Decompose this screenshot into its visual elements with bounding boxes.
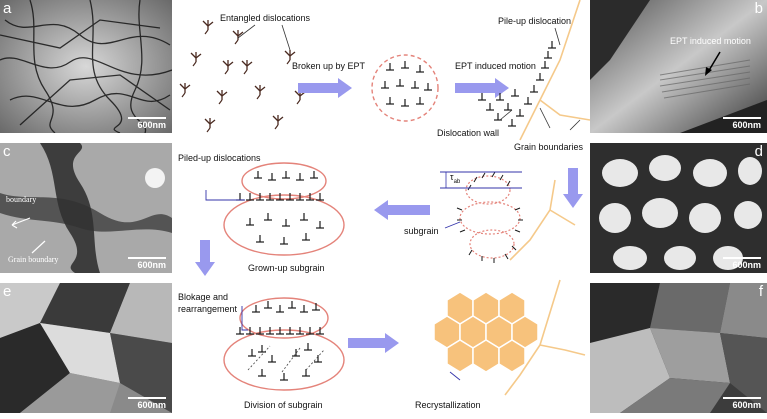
panel-e-label: e — [3, 283, 12, 300]
arrow-left — [374, 200, 430, 220]
label-blokage-1: Blokage and — [178, 292, 229, 302]
arrow-broken-up — [298, 78, 352, 98]
panel-b-annotation: EPT induced motion — [670, 36, 751, 46]
panel-c-annotation-grain-boundary: Grain boundary — [8, 255, 59, 264]
panel-a-micrograph — [0, 0, 172, 133]
broken-dislocations — [380, 60, 433, 107]
label-subgrain: subgrain — [404, 226, 439, 236]
divided-subgrain-dislocations — [235, 300, 325, 381]
grown-subgrain-dislocations — [235, 170, 325, 245]
label-entangled: Entangled dislocations — [220, 13, 311, 23]
panel-f-scale: 600nm — [732, 400, 761, 410]
panel-d-scalebar — [723, 257, 761, 259]
panel-c: boundary Grain boundary c 600nm — [0, 143, 172, 273]
panel-a: a 600nm — [0, 0, 172, 133]
recrystallized-grains — [433, 291, 539, 373]
panel-d-scale: 600nm — [732, 260, 761, 270]
panel-e-scale: 600nm — [137, 400, 166, 410]
label-grown-up: Grown-up subgrain — [248, 263, 325, 273]
panel-b-label: b — [754, 0, 763, 17]
arrow-down-right — [563, 168, 583, 208]
panel-f-scalebar — [723, 397, 761, 399]
arrow-recrystallization — [348, 333, 399, 353]
panel-f: f 600nm — [590, 283, 767, 413]
panel-e-micrograph — [0, 283, 172, 413]
panel-a-scalebar — [128, 117, 166, 119]
panel-a-scale: 600nm — [137, 120, 166, 130]
label-ept-motion: EPT induced motion — [455, 61, 536, 71]
panel-b-scale: 600nm — [732, 120, 761, 130]
dashed-circle — [371, 54, 439, 122]
panel-b-micrograph — [590, 0, 767, 133]
tau-subscript: ab — [453, 178, 461, 185]
grain-boundary-lines — [504, 0, 591, 396]
label-division: Division of subgrain — [244, 400, 323, 410]
panel-c-annotation-boundary: boundary — [6, 195, 37, 204]
subgrain-loops — [456, 171, 523, 263]
panel-e: e 600nm — [0, 283, 172, 413]
panel-f-label: f — [758, 283, 763, 300]
entangled-dislocations — [179, 19, 306, 133]
label-dislocation-wall: Dislocation wall — [437, 128, 500, 138]
panel-d-label: d — [754, 143, 763, 160]
tau-symbol: τ — [450, 172, 454, 182]
label-grain-boundaries: Grain boundaries — [514, 142, 584, 152]
label-broken-up: Broken up by EPT — [292, 61, 366, 71]
panel-d-micrograph — [590, 143, 767, 273]
label-tau: τab — [450, 172, 460, 185]
panel-c-label: c — [3, 143, 11, 160]
label-blokage-2: rearrangement — [178, 304, 238, 314]
label-piled-up: Piled-up dislocations — [178, 153, 261, 163]
panel-c-scale: 600nm — [137, 260, 166, 270]
label-pileup: Pile-up dislocation — [498, 16, 572, 26]
panel-a-label: a — [3, 0, 12, 17]
label-recrystallization: Recrystallization — [415, 400, 481, 410]
panel-d: d 600nm — [590, 143, 767, 273]
panel-c-scalebar — [128, 257, 166, 259]
panel-b-scalebar — [723, 117, 761, 119]
panel-f-micrograph — [590, 283, 767, 413]
panel-c-micrograph — [0, 143, 172, 273]
arrow-down-left — [195, 240, 215, 276]
panel-b: EPT induced motion b 600nm — [590, 0, 767, 133]
arrow-ept-motion — [455, 78, 509, 98]
panel-e-scalebar — [128, 397, 166, 399]
